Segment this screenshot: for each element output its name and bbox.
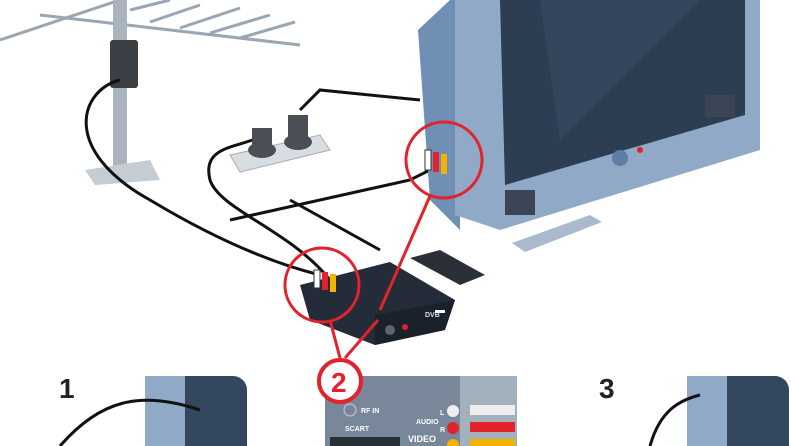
cables bbox=[84, 78, 441, 281]
tv-remote bbox=[512, 215, 602, 252]
step-2-badge bbox=[317, 358, 363, 404]
television bbox=[418, 0, 760, 230]
step-2-number: 2 bbox=[331, 367, 347, 398]
step-3-number: 3 bbox=[599, 373, 615, 404]
step-3-panel bbox=[597, 376, 789, 446]
antenna bbox=[0, 0, 301, 185]
audio-right-label: R bbox=[440, 427, 445, 434]
audio-left-label: L bbox=[440, 410, 445, 417]
callouts bbox=[283, 120, 484, 359]
audio-label: AUDIO bbox=[416, 419, 439, 426]
step-2-panel bbox=[325, 376, 517, 446]
video-label: VIDEO bbox=[408, 434, 436, 444]
rf-in-label: RF IN bbox=[361, 408, 379, 415]
receiver-brand: DVB bbox=[425, 312, 440, 319]
receiver: DVB bbox=[300, 262, 455, 345]
rca-plugs bbox=[313, 149, 447, 292]
receiver-remote bbox=[410, 250, 485, 285]
power-strip bbox=[229, 115, 331, 173]
scart-label: SCART bbox=[345, 426, 370, 433]
step-1-panel bbox=[55, 376, 247, 446]
step-1-number: 1 bbox=[59, 373, 75, 404]
